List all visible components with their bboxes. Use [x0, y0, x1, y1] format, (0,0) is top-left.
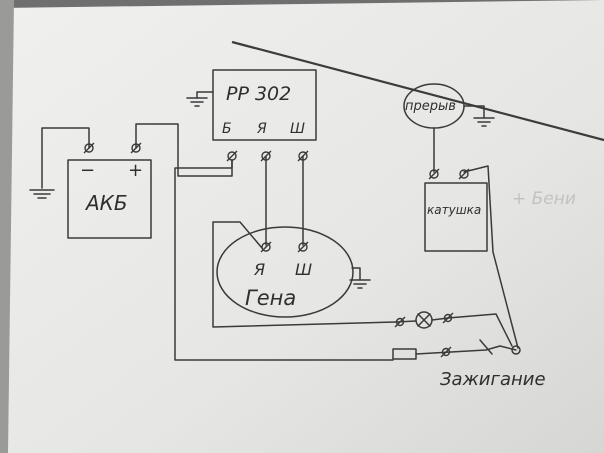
battery-minus-label: −	[80, 160, 95, 181]
ground-icon	[186, 97, 208, 107]
wire-battery-plus-regulator	[135, 123, 233, 177]
ignition-switch-icon	[479, 339, 521, 355]
paper-shadow-edge	[0, 0, 14, 453]
ground-icon	[29, 189, 55, 199]
terminal-lamp-left	[394, 316, 406, 328]
terminal-generator-sh	[297, 241, 309, 253]
coil-box	[424, 182, 488, 252]
battery-box	[67, 159, 152, 239]
terminal-regulator-sh	[297, 150, 309, 162]
ignition-label: Зажигание	[440, 369, 546, 390]
terminal-coil-left	[428, 168, 440, 180]
wire-regulator-ground	[196, 91, 214, 99]
terminal-regulator-b	[226, 150, 238, 162]
battery-plus-label: +	[128, 160, 143, 181]
generator-terminal-ya-label: Я	[253, 260, 265, 279]
terminal-generator-ya	[260, 241, 272, 253]
wire-lamp-ignition	[447, 313, 513, 347]
terminal-regulator-ya	[260, 150, 272, 162]
ground-icon	[473, 117, 495, 127]
terminal-battery-plus	[130, 142, 142, 154]
generator-circle	[216, 226, 354, 318]
ground-icon	[349, 279, 371, 289]
wire-generator-ground	[351, 267, 361, 281]
battery-label: АКБ	[84, 191, 128, 215]
wire-breaker-ground	[463, 105, 485, 119]
generator-terminal-sh-label: Ш	[295, 260, 312, 279]
wire-fuse-ignition	[415, 345, 517, 355]
wire-coil-ignition	[463, 165, 519, 349]
regulator-label: РР 302	[226, 83, 291, 105]
regulator-terminal-b-label: Б	[222, 121, 232, 137]
terminal-lamp-right	[442, 312, 454, 324]
paper-crease	[231, 40, 604, 142]
wire-generator-lamp	[212, 221, 397, 328]
wire-regulator-b-down	[174, 159, 394, 361]
terminal-fuse-right	[440, 346, 452, 358]
terminal-battery-minus	[83, 142, 95, 154]
breaker-label: прерыв	[405, 99, 456, 114]
generator-label: Гена	[245, 286, 296, 310]
bleed-through-text: + Бени	[512, 189, 576, 209]
regulator-terminal-sh-label: Ш	[290, 121, 305, 137]
wire-battery-minus-ground	[41, 127, 90, 189]
fuse-icon	[392, 348, 417, 360]
regulator-terminal-ya-label: Я	[256, 121, 267, 137]
regulator-box	[212, 69, 317, 141]
coil-label: катушка	[427, 203, 481, 217]
terminal-coil-right	[458, 168, 470, 180]
